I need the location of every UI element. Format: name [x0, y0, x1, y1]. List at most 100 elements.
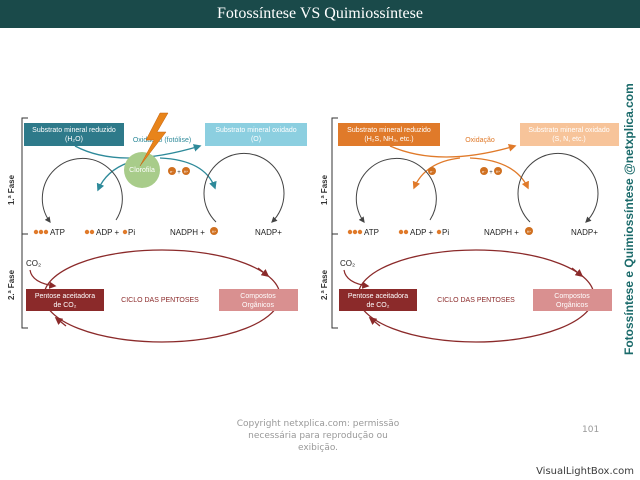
- cycle-label: CICLO DAS PENTOSES: [121, 297, 199, 304]
- pi-label: Pi: [442, 228, 449, 237]
- cycle-label: CICLO DAS PENTOSES: [437, 297, 515, 304]
- nadph-electron-label: H⁺: [527, 230, 532, 234]
- phase1-label: 1.ª Fase: [320, 174, 329, 205]
- phosphate-dot: [436, 229, 442, 235]
- organic-box: [219, 289, 298, 311]
- phosphate-dot: [33, 229, 39, 235]
- nadph-cycle-arc: [203, 152, 285, 223]
- oxidized-substrate-line2: (S, N, etc.): [552, 136, 585, 143]
- electron-label: e⁻: [482, 170, 486, 174]
- chlorophyll-circle: [124, 152, 160, 188]
- co2-arrow: [343, 269, 370, 289]
- electron-label: e⁻: [170, 170, 174, 174]
- photosynthesis-panel: 1.ª Fase 2.ª Fase Substrato mineral redu…: [7, 112, 307, 343]
- adp-label: ADP +: [96, 228, 120, 237]
- electron-icon: [428, 167, 436, 175]
- watermark: VisualLightBox.com: [536, 466, 634, 477]
- oxidation-label: Oxidação (fotólise): [133, 137, 191, 144]
- proton-label: H⁺: [184, 170, 189, 174]
- organic-line1: Compostos: [554, 293, 590, 300]
- reduced-substrate-line2: (H₂O): [65, 136, 83, 143]
- phosphate-dot: [38, 229, 44, 235]
- page-number: 101: [582, 425, 600, 435]
- cycle-arrow-bottom: [54, 317, 67, 327]
- phase2-label: 2.ª Fase: [320, 269, 329, 300]
- electron-label: e⁻: [430, 170, 434, 174]
- phase2-label: 2.ª Fase: [7, 269, 16, 300]
- nadp-label: NADP+: [255, 228, 282, 237]
- reduced-substrate-box: [24, 123, 124, 146]
- phase-bracket: [331, 117, 338, 329]
- co2-arrow: [29, 269, 57, 289]
- phosphate-dot: [357, 229, 363, 235]
- phosphate-dot: [43, 229, 49, 235]
- chemosynthesis-panel: 1.ª Fase 2.ª Fase Substrato mineral redu…: [320, 117, 619, 343]
- lightning-icon: [139, 112, 169, 167]
- phase-bracket: [21, 117, 28, 329]
- co2-label: CO₂: [26, 259, 41, 268]
- acceptor-line1: Pentose aceitadora: [348, 293, 408, 300]
- electron-icon: [480, 167, 488, 175]
- proton-icon: [494, 167, 502, 175]
- phosphate-dot: [84, 229, 90, 235]
- atp-label: ATP: [364, 228, 379, 237]
- electron-arrow-right: [469, 157, 529, 190]
- copyright-footer: Copyright netxplica.com: permissão neces…: [228, 418, 408, 454]
- oxidized-substrate-line2: (O): [251, 136, 261, 143]
- chlorophyll-label: Clorofila: [129, 167, 155, 174]
- adp-label: ADP +: [410, 228, 434, 237]
- acceptor-box: [26, 289, 104, 311]
- reduced-substrate-line1: Substrato mineral reduzido: [32, 127, 116, 134]
- organic-box: [533, 289, 612, 311]
- electron-icon: [168, 167, 176, 175]
- phosphate-dot: [347, 229, 353, 235]
- pi-label: Pi: [128, 228, 135, 237]
- phosphate-dot: [89, 229, 95, 235]
- sidebar-vertical-title: Fotossíntese e Quimiossíntese @netxplica…: [622, 83, 636, 355]
- oxidation-label: Oxidação: [465, 137, 495, 144]
- oxidation-arrow: [389, 144, 517, 158]
- phase1-label: 1.ª Fase: [7, 174, 16, 205]
- cycle-arrow-top: [571, 267, 584, 277]
- acceptor-line2: de CO₂: [367, 302, 390, 309]
- plus-sign: +: [489, 170, 493, 176]
- plus-sign: +: [177, 170, 181, 176]
- organic-line1: Compostos: [240, 293, 276, 300]
- atp-cycle-arc: [41, 157, 123, 223]
- cycle-arrow-top: [257, 267, 270, 277]
- nadph-label: NADPH +: [170, 228, 205, 237]
- reduced-substrate-line1: Substrato mineral reduzido: [347, 127, 431, 134]
- organic-line2: Orgânicos: [242, 302, 274, 309]
- nadph-electron-label: H⁺: [212, 230, 217, 234]
- cycle-arrow-bottom: [368, 317, 381, 327]
- acceptor-line2: de CO₂: [54, 302, 77, 309]
- co2-label: CO₂: [340, 259, 355, 268]
- proton-icon: [182, 167, 190, 175]
- atp-label: ATP: [50, 228, 65, 237]
- reduced-substrate-line2: (H₂S, NH₃, etc.): [364, 136, 413, 143]
- electron-arrow-right: [159, 157, 217, 190]
- oxidized-substrate-line1: Substrato mineral oxidado: [528, 127, 609, 134]
- phosphate-dot: [352, 229, 358, 235]
- acceptor-line1: Pentose aceitadora: [35, 293, 95, 300]
- proton-label: H⁺: [496, 170, 501, 174]
- reduced-substrate-box: [338, 123, 440, 146]
- organic-line2: Orgânicos: [556, 302, 588, 309]
- electron-icon: [525, 227, 533, 235]
- oxidized-substrate-line1: Substrato mineral oxidado: [215, 127, 296, 134]
- nadph-cycle-arc: [517, 152, 599, 223]
- acceptor-box: [339, 289, 417, 311]
- oxidized-substrate-box: [520, 123, 619, 146]
- nadph-label: NADPH +: [484, 228, 519, 237]
- copyright-line1: Copyright netxplica.com: permissão: [236, 419, 400, 429]
- phosphate-dot: [122, 229, 128, 235]
- electron-arrow-left: [412, 157, 461, 190]
- copyright-line2: necessária para reprodução ou exibição.: [248, 431, 388, 453]
- phosphate-dot: [398, 229, 404, 235]
- page-title: Fotossíntese VS Quimiossíntese: [0, 0, 640, 28]
- nadp-label: NADP+: [571, 228, 598, 237]
- electron-icon: [210, 227, 218, 235]
- oxidized-substrate-box: [205, 123, 307, 146]
- phosphate-dot: [403, 229, 409, 235]
